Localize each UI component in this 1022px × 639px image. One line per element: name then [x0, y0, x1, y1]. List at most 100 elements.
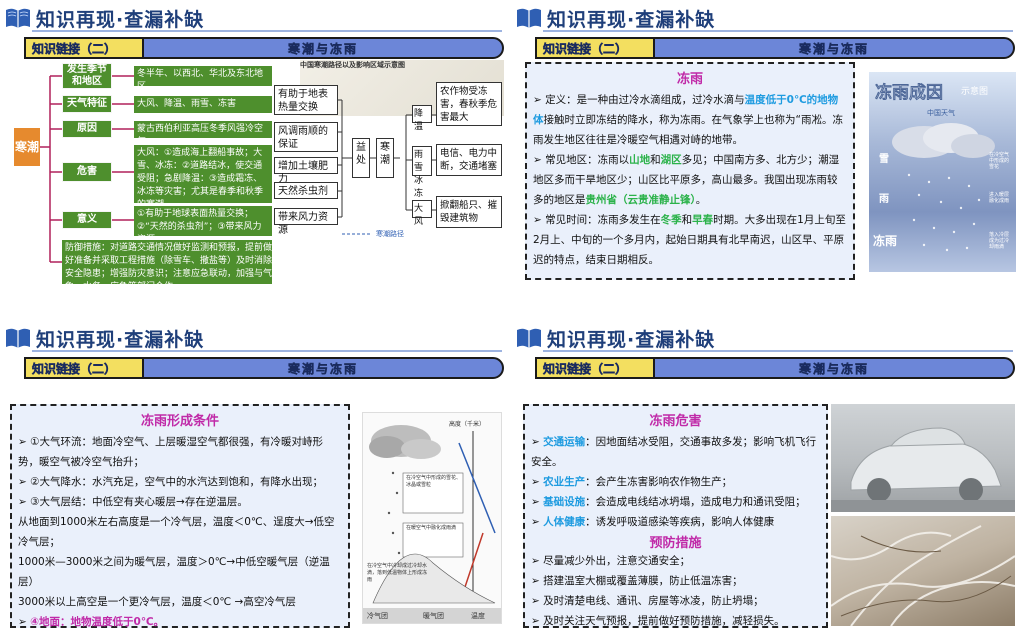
measure-2: ➢ 搭建温室大棚或覆盖薄膜，防止低温冻害；	[531, 575, 743, 587]
label-freezing-rain: 冻雨	[873, 234, 898, 248]
mindmap-text-cause: 蒙古西伯利亚高压冬季风强冷空气	[134, 121, 272, 138]
freezing-rain-cause-image: 冻雨成因 示意图 中国天气 雪 雨 冻雨 在冷空气中形成的雪花 进入暖层融化成雨…	[869, 72, 1016, 272]
section-banner: 知识链接（二） 寒潮与冻雨	[535, 357, 1015, 379]
book-icon	[515, 7, 543, 29]
flow-benefit-4: 天然杀虫剂	[274, 182, 338, 199]
time-line: ➢ 常见时间：冻雨多发生在冬季和早春时期。大多出现在1月上旬至2月上、中旬的一个…	[533, 214, 846, 266]
flow-benefit-5: 带来风力资源	[274, 208, 338, 236]
formation-diagram: 高度（千米） 在冷空气中形成的雪花、冰晶或雪粒 在暖空气中融化成雨滴 在冷空气中…	[362, 412, 502, 624]
note-rain: 进入暖层融化成雨	[989, 192, 1010, 204]
header-rule	[32, 30, 502, 32]
banner-tag: 知识链接（二）	[26, 39, 144, 57]
condition-ground: ➢ ④地面：地物温度低于0℃。	[18, 616, 165, 628]
layer-low: 从地面到1000米左右高度是一个冷气层，温度＜0℃、逞度大→低空冷气层；	[18, 516, 335, 548]
slide-hazards-prevention: 知识再现·查漏补缺 知识链接（二） 寒潮与冻雨 冻雨危害 ➢ 交通运输：因地面结…	[511, 320, 1022, 639]
page-title: 知识再现·查漏补缺	[547, 328, 716, 351]
mindmap-text-harm: 大风：①造成海上翻船事故；大雪、冰冻：②道路结冰，使交通受阻；急剧降温：③造成霜…	[134, 145, 272, 203]
mindmap-node-weather: 天气特征	[62, 95, 112, 113]
mindmap-node-significance: 意义	[62, 211, 112, 229]
flow-harm-power: 电信、电力中断，交通堵塞	[436, 144, 502, 176]
banner-tag: 知识链接（二）	[26, 359, 144, 377]
diagram-axis-label: 高度（千米）	[449, 421, 486, 428]
condition-stratification: ➢ ③大气层结：中低空有夹心暖层→存在逆温层。	[18, 496, 248, 508]
diagram-note-3: 在冷空气中冷却成过冷却水滴，落到低温物体上形成冻雨	[367, 563, 428, 583]
mindmap-node-season: 发生季节和地区	[62, 63, 112, 89]
flow-arrows	[338, 99, 436, 235]
condition-circulation: ➢ ①大气环流：地面冷空气、上层暖湿空气都很强，有冷暖对峙形势，暖空气被冷空气抬…	[18, 436, 324, 468]
image-title: 冻雨成因	[875, 83, 943, 103]
diagram-cold-mass: 冷气团	[367, 612, 388, 620]
slide-header: 知识再现·查漏补缺	[515, 324, 715, 352]
cold-wave-flowchart: 中国寒潮路径以及影响区域示意图 有助于地表热量交换 风调雨顺的保证 增加土壤肥力…	[272, 60, 504, 290]
header-rule	[543, 350, 1013, 352]
conditions-box: 冻雨形成条件 ➢ ①大气环流：地面冷空气、上层暖湿空气都很强，有冷暖对峙形势，暖…	[10, 404, 350, 628]
cloud-rain-graphic	[892, 123, 995, 252]
section-banner: 知识链接（二） 寒潮与冻雨	[535, 37, 1015, 59]
mindmap-root: 寒潮	[14, 128, 40, 166]
hazard-agriculture: ➢ 农业生产：会产生冻害影响农作物生产；	[531, 476, 733, 488]
slide-freezing-rain-definition: 知识再现·查漏补缺 知识链接（二） 寒潮与冻雨 冻雨 ➢ 定义：是一种由过冷水滴…	[511, 0, 1022, 319]
book-icon	[515, 327, 543, 349]
banner-title: 寒潮与冻雨	[798, 361, 869, 376]
header-rule	[32, 350, 502, 352]
iced-car-graphic	[831, 427, 1015, 512]
page-title: 知识再现·查漏补缺	[36, 328, 205, 351]
formation-diagram-graphic	[363, 425, 501, 623]
flow-cooling: 降温	[412, 105, 432, 132]
flow-benefit-1: 有助于地表热量交换	[274, 85, 338, 115]
flow-benefit-3: 增加土壤肥力	[274, 157, 338, 185]
label-snow: 雪	[879, 154, 889, 165]
hazards-box: 冻雨危害 ➢ 交通运输：因地面结冰受阻，交通事故多发；影响飞机飞行安全。 ➢ 农…	[523, 404, 828, 628]
banner-title: 寒潮与冻雨	[798, 41, 869, 56]
mindmap-connectors	[40, 75, 134, 263]
image-brand: 中国天气	[927, 109, 955, 117]
header-rule	[543, 30, 1013, 32]
banner-tag: 知识链接（二）	[537, 39, 655, 57]
banner-title: 寒潮与冻雨	[287, 41, 358, 56]
image-subtitle: 示意图	[961, 87, 989, 97]
mindmap-text-season: 冬半年、以西北、华北及东北地区	[134, 66, 272, 86]
region-line: ➢ 常见地区：冻雨以山地和湖区多见；中国南方多、北方少；潮湿地区多而干旱地区少；…	[533, 154, 840, 206]
map-title: 中国寒潮路径以及影响区域示意图	[300, 61, 405, 69]
mindmap-node-harm: 危害	[62, 162, 112, 182]
slide-header: 知识再现·查漏补缺	[4, 4, 204, 32]
measure-1: ➢ 尽量减少外出，注意交通安全；	[531, 555, 691, 567]
flow-cold-wave-label: 寒潮	[376, 138, 394, 178]
hazard-health: ➢ 人体健康：诱发呼吸道感染等疾病，影响人体健康	[531, 516, 775, 528]
flow-benefit-label: 益处	[352, 138, 370, 178]
section-banner: 知识链接（二） 寒潮与冻雨	[24, 37, 504, 59]
flow-freezing: 雨雪冰冻	[412, 146, 432, 199]
note-freezing: 落入冷层成为过冷却雨滴	[989, 232, 1010, 250]
measure-4: ➢ 及时关注天气预报，提前做好预防措施，减轻损失。	[531, 615, 785, 627]
page-title: 知识再现·查漏补缺	[547, 8, 716, 31]
mindmap-prevention: 防御措施：对道路交通情况做好监测和预报，提前做好准备并采取工程措施（除雪车、撒盐…	[62, 240, 276, 284]
definition-box: 冻雨 ➢ 定义：是一种由过冷水滴组成，过冷水滴与温度低于0℃的地物体接触时立即冻…	[525, 62, 855, 280]
diagram-note-1: 在冷空气中形成的雪花、冰晶或雪粒	[406, 475, 462, 488]
definition-line: ➢ 定义：是一种由过冷水滴组成，过冷水滴与温度低于0℃的地物体接触时立即冻结的降…	[533, 94, 843, 146]
slide-formation-conditions: 知识再现·查漏补缺 知识链接（二） 寒潮与冻雨 冻雨形成条件 ➢ ①大气环流：地…	[0, 320, 511, 639]
iced-branches-photo	[831, 516, 1015, 626]
book-icon	[4, 327, 32, 349]
box-title: 冻雨	[676, 72, 703, 87]
flow-harm-ships: 掀翻船只、摧毁建筑物	[436, 196, 502, 228]
hazard-infrastructure: ➢ 基础设施：会造成电线结冰坍塌，造成电力和通讯受阻；	[531, 496, 806, 508]
book-icon	[4, 7, 32, 29]
box-title: 冻雨形成条件	[140, 414, 219, 429]
condition-precipitation: ➢ ②大气降水：水汽充足，空气中的水汽达到饱和，有降水出现；	[18, 476, 324, 488]
mindmap-text-weather: 大风、降温、雨雪、冻害	[134, 96, 272, 113]
flow-benefit-2: 风调雨顺的保证	[274, 122, 338, 152]
page-title: 知识再现·查漏补缺	[36, 8, 205, 31]
layer-high: 3000米以上高空是一个更冷气层，温度＜0℃ →高空冷气层	[18, 596, 296, 608]
iced-branches-graphic	[831, 525, 1015, 626]
slide-cold-wave: 知识再现·查漏补缺 知识链接（二） 寒潮与冻雨 寒潮 发生季节和地区 天气特征 …	[0, 0, 511, 319]
section-banner: 知识链接（二） 寒潮与冻雨	[24, 357, 504, 379]
banner-title: 寒潮与冻雨	[287, 361, 358, 376]
note-snow: 在冷空气中形成的雪花	[989, 152, 1010, 170]
layer-mid: 1000米—3000米之间为暖气层，温度＞0℃→中低空暖气层（逆温层）	[18, 556, 330, 588]
diagram-temperature: 温度	[471, 612, 485, 620]
prevention-title: 预防措施	[649, 536, 702, 551]
measure-3: ➢ 及时清楚电线、通讯、房屋等冰凌，防止坍塌；	[531, 595, 764, 607]
mindmap-text-significance: ①有助于地球表面热量交换；②“天然的杀虫剂”；③带来风力资源	[134, 206, 272, 236]
slide-header: 知识再现·查漏补缺	[515, 4, 715, 32]
box-title: 冻雨危害	[649, 414, 702, 429]
